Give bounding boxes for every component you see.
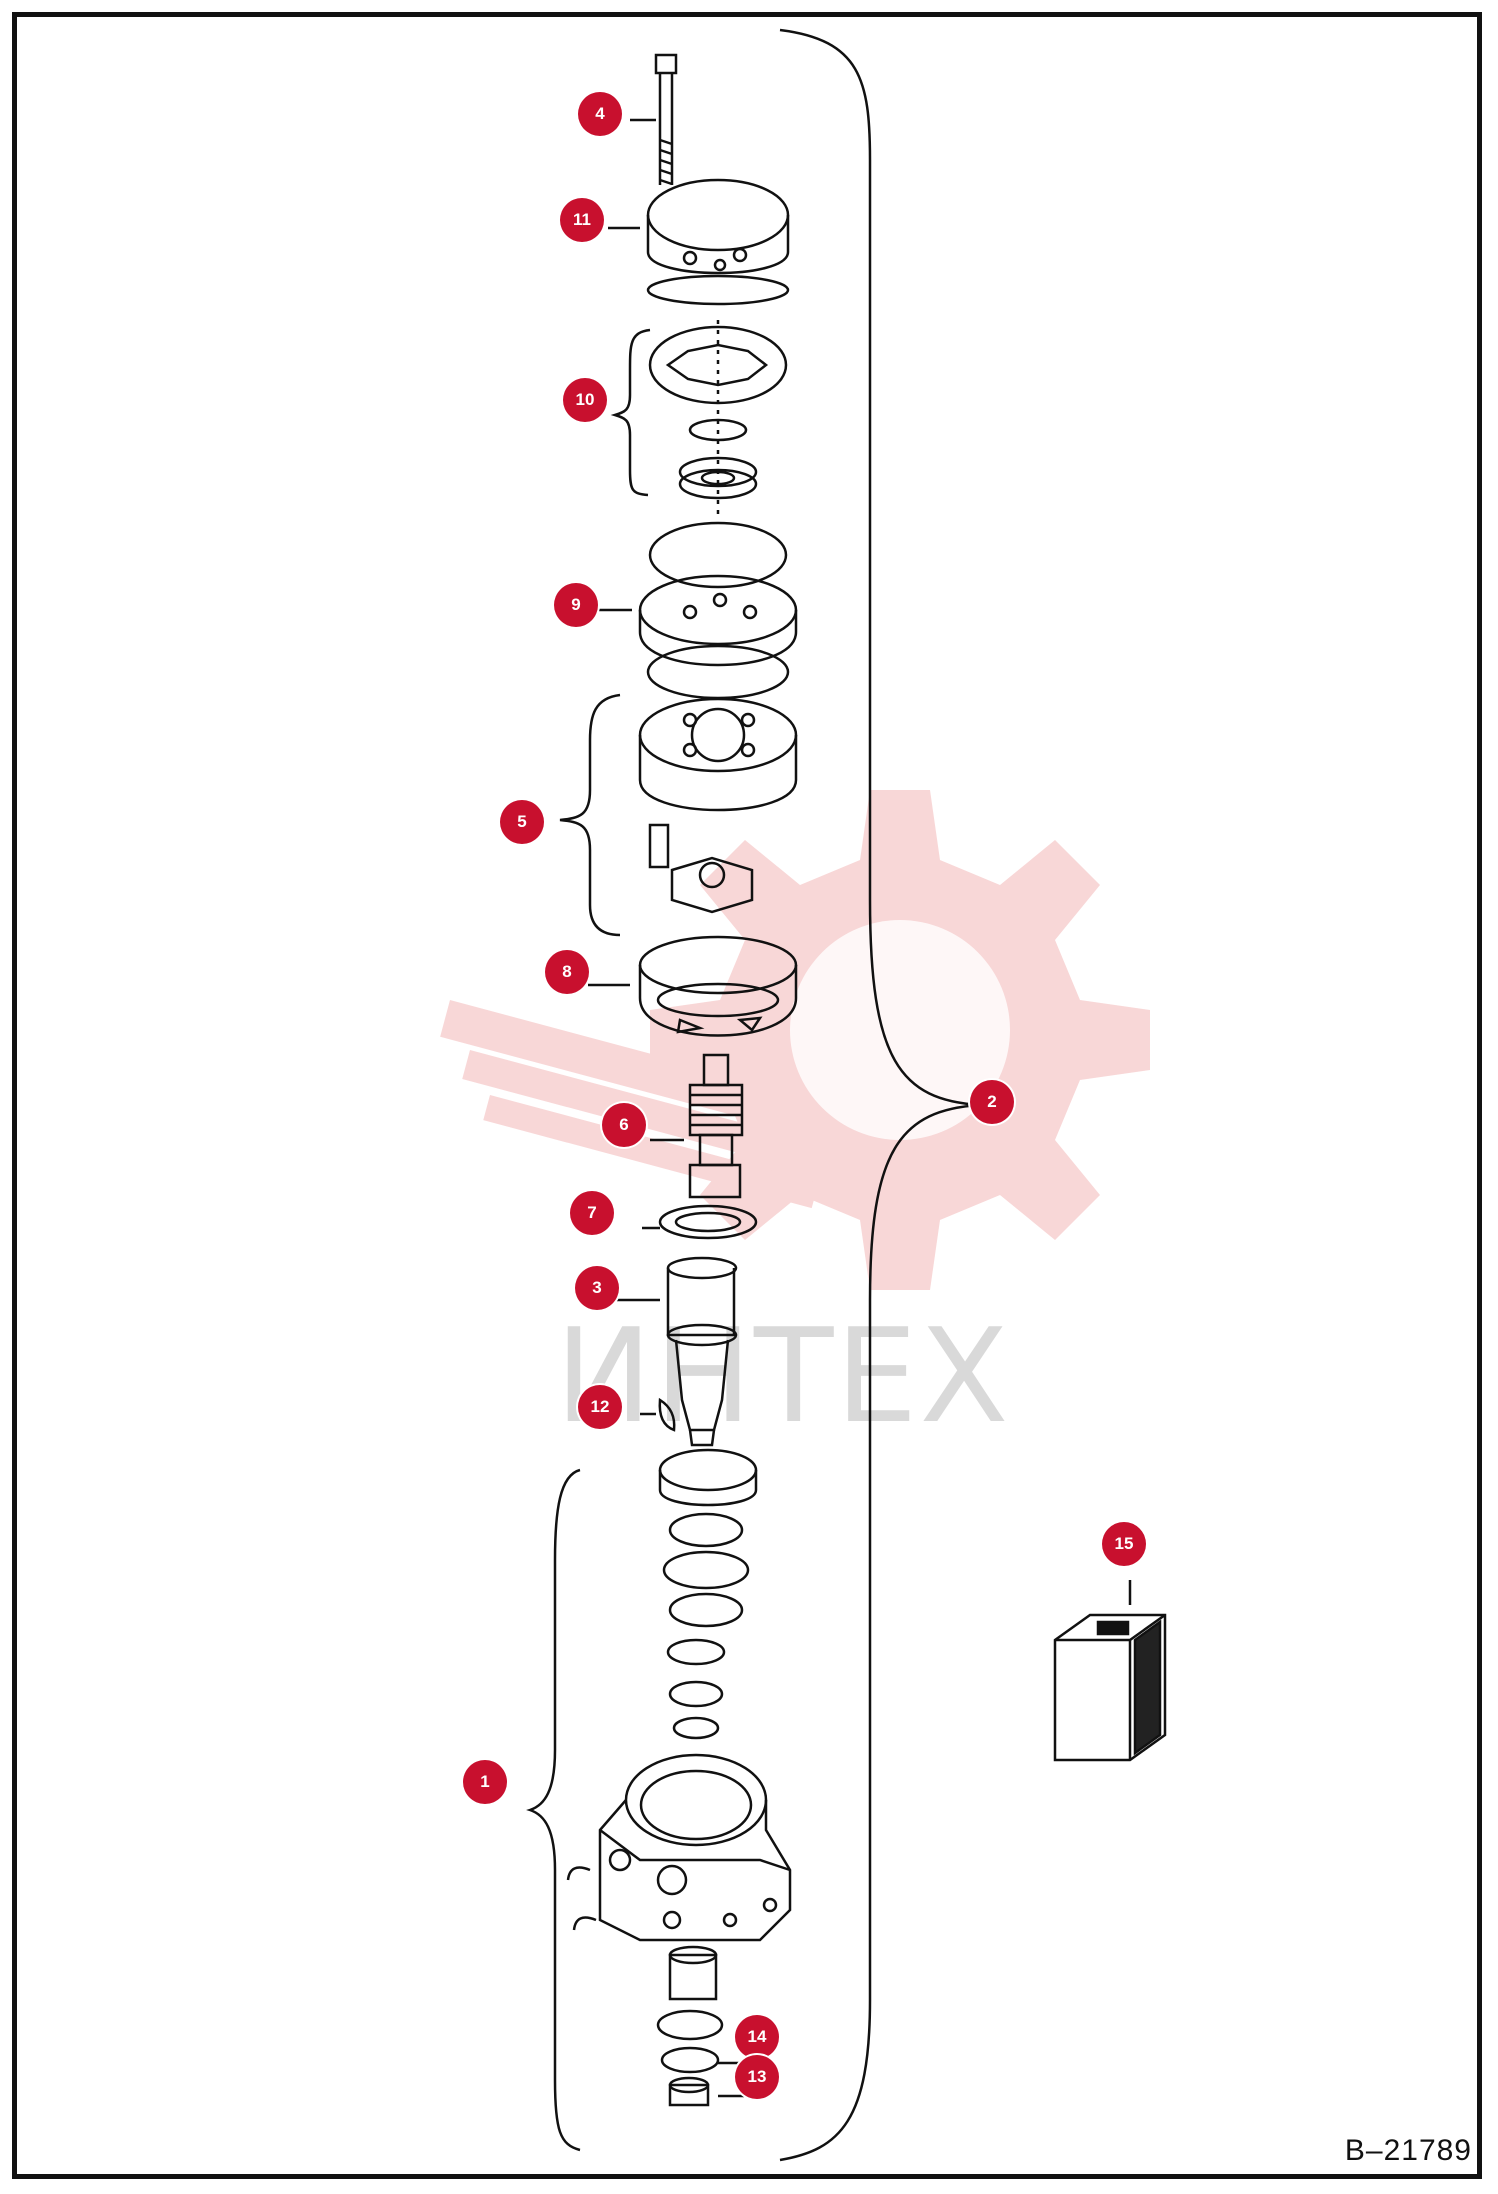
callout-5[interactable]: 5 xyxy=(500,800,544,844)
callout-1[interactable]: 1 xyxy=(463,1760,507,1804)
valve-plate-part-9 xyxy=(598,521,798,700)
brace-item-10 xyxy=(610,328,651,497)
gerotor-ring-part-10 xyxy=(648,320,788,520)
drive-link-part-6 xyxy=(650,1053,744,1199)
end-cap-part-11 xyxy=(608,178,790,306)
callout-13[interactable]: 13 xyxy=(735,2055,779,2099)
watermark-text: ИНТЕХ xyxy=(555,1300,1011,1452)
drawing-number: B–21789 xyxy=(1344,2134,1472,2167)
callout-7[interactable]: 7 xyxy=(570,1191,614,1235)
bolt-part-4 xyxy=(630,53,678,186)
thrust-bearing-part-7 xyxy=(642,1204,758,1240)
brace-item-2 xyxy=(779,28,981,2162)
callout-9[interactable]: 9 xyxy=(554,583,598,627)
brace-item-1 xyxy=(526,1468,581,2152)
stator-rotor-part-5 xyxy=(638,697,798,914)
callout-4[interactable]: 4 xyxy=(578,92,622,136)
kit-box-part-15 xyxy=(1053,1580,1167,1762)
callout-12[interactable]: 12 xyxy=(578,1385,622,1429)
callout-6[interactable]: 6 xyxy=(602,1103,646,1147)
bottom-stack-parts-13-14 xyxy=(656,1945,744,2107)
shaft-part-3 xyxy=(600,1256,738,1447)
key-part-12 xyxy=(640,1397,676,1432)
housing-part-1 xyxy=(566,1753,792,1942)
callout-11[interactable]: 11 xyxy=(560,198,604,242)
wear-plate-part-8 xyxy=(588,935,798,1037)
bearing-stack-part-1 xyxy=(658,1448,758,1740)
callout-8[interactable]: 8 xyxy=(545,950,589,994)
callout-2[interactable]: 2 xyxy=(970,1080,1014,1124)
brace-item-5 xyxy=(559,693,621,937)
callout-15[interactable]: 15 xyxy=(1102,1522,1146,1566)
callout-14[interactable]: 14 xyxy=(735,2015,779,2059)
callout-10[interactable]: 10 xyxy=(563,378,607,422)
callout-3[interactable]: 3 xyxy=(575,1266,619,1310)
